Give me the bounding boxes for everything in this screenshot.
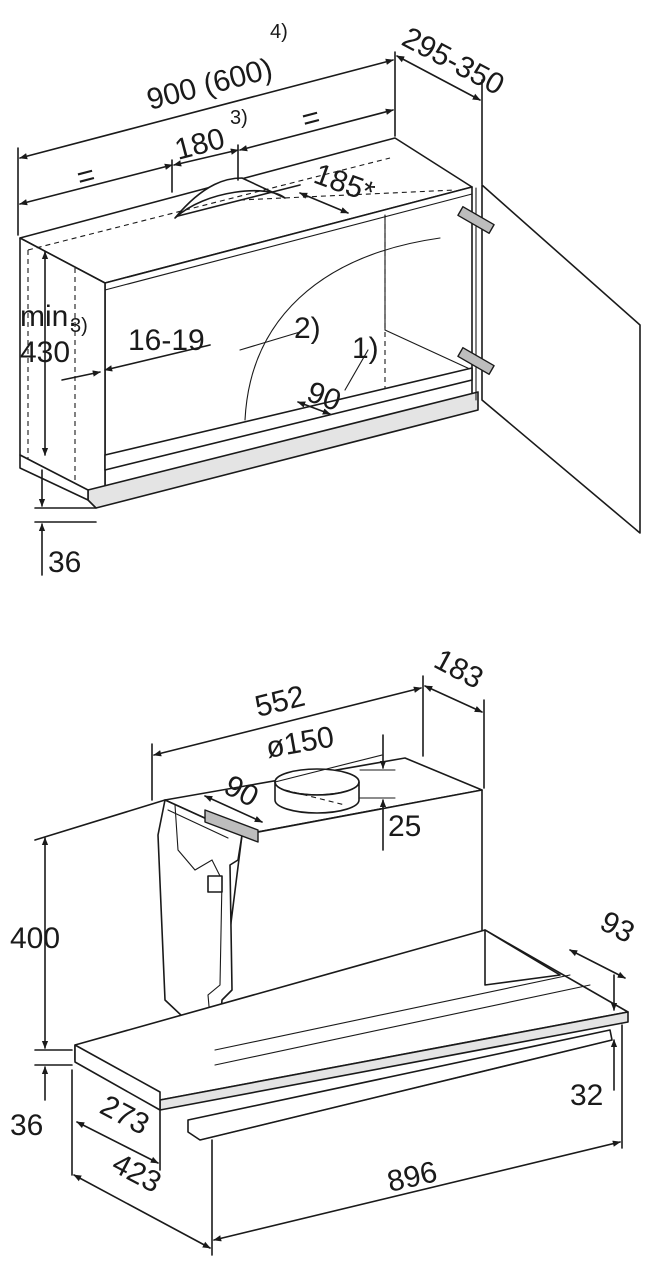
- hood-body-depth-label: 183: [429, 643, 489, 696]
- cutout-offset-note: 3): [230, 107, 248, 129]
- callout-2: 2): [294, 312, 321, 345]
- cabinet-drawing: 900 (600) 4) 295-350 = = 180 3) 185* min…: [17, 21, 641, 579]
- min-height-value: 430: [20, 336, 70, 369]
- total-width-label: 896: [384, 1155, 440, 1198]
- front-overhang-label: 93: [595, 905, 640, 950]
- cabinet-depth-label: 295-350: [397, 21, 510, 102]
- hood-body-width-label: 552: [252, 680, 309, 724]
- bottom-offset-label: 36: [48, 546, 81, 579]
- cabinet-bottom-shelf: [104, 367, 473, 471]
- cabinet-eq-right: =: [298, 100, 323, 136]
- duct-diameter-label: ø150: [263, 721, 336, 765]
- duct-space-outline: [244, 237, 441, 421]
- min-height-label: min.: [20, 300, 77, 333]
- lower-hinge: [457, 346, 495, 376]
- cabinet-width-note: 4): [270, 21, 288, 43]
- panel-outer-depth-label: 423: [107, 1147, 167, 1200]
- duct-height-label: 25: [388, 810, 421, 843]
- hood-height-label: 400: [10, 922, 60, 955]
- min-height-note: 3): [70, 315, 88, 337]
- cabinet-width-label: 900 (600): [143, 52, 276, 117]
- cabinet-door: [481, 184, 641, 534]
- callout-1: 1): [352, 332, 379, 365]
- panel-thickness-label: 32: [570, 1079, 603, 1112]
- side-thickness-label: 16-19: [128, 324, 205, 357]
- upper-hinge: [457, 205, 495, 235]
- hood-drawing: 552 183 ø150 90 25 400 36 273: [10, 643, 640, 1256]
- panel-offset-label: 36: [10, 1109, 43, 1142]
- cutout-offset-label: 180: [171, 122, 228, 167]
